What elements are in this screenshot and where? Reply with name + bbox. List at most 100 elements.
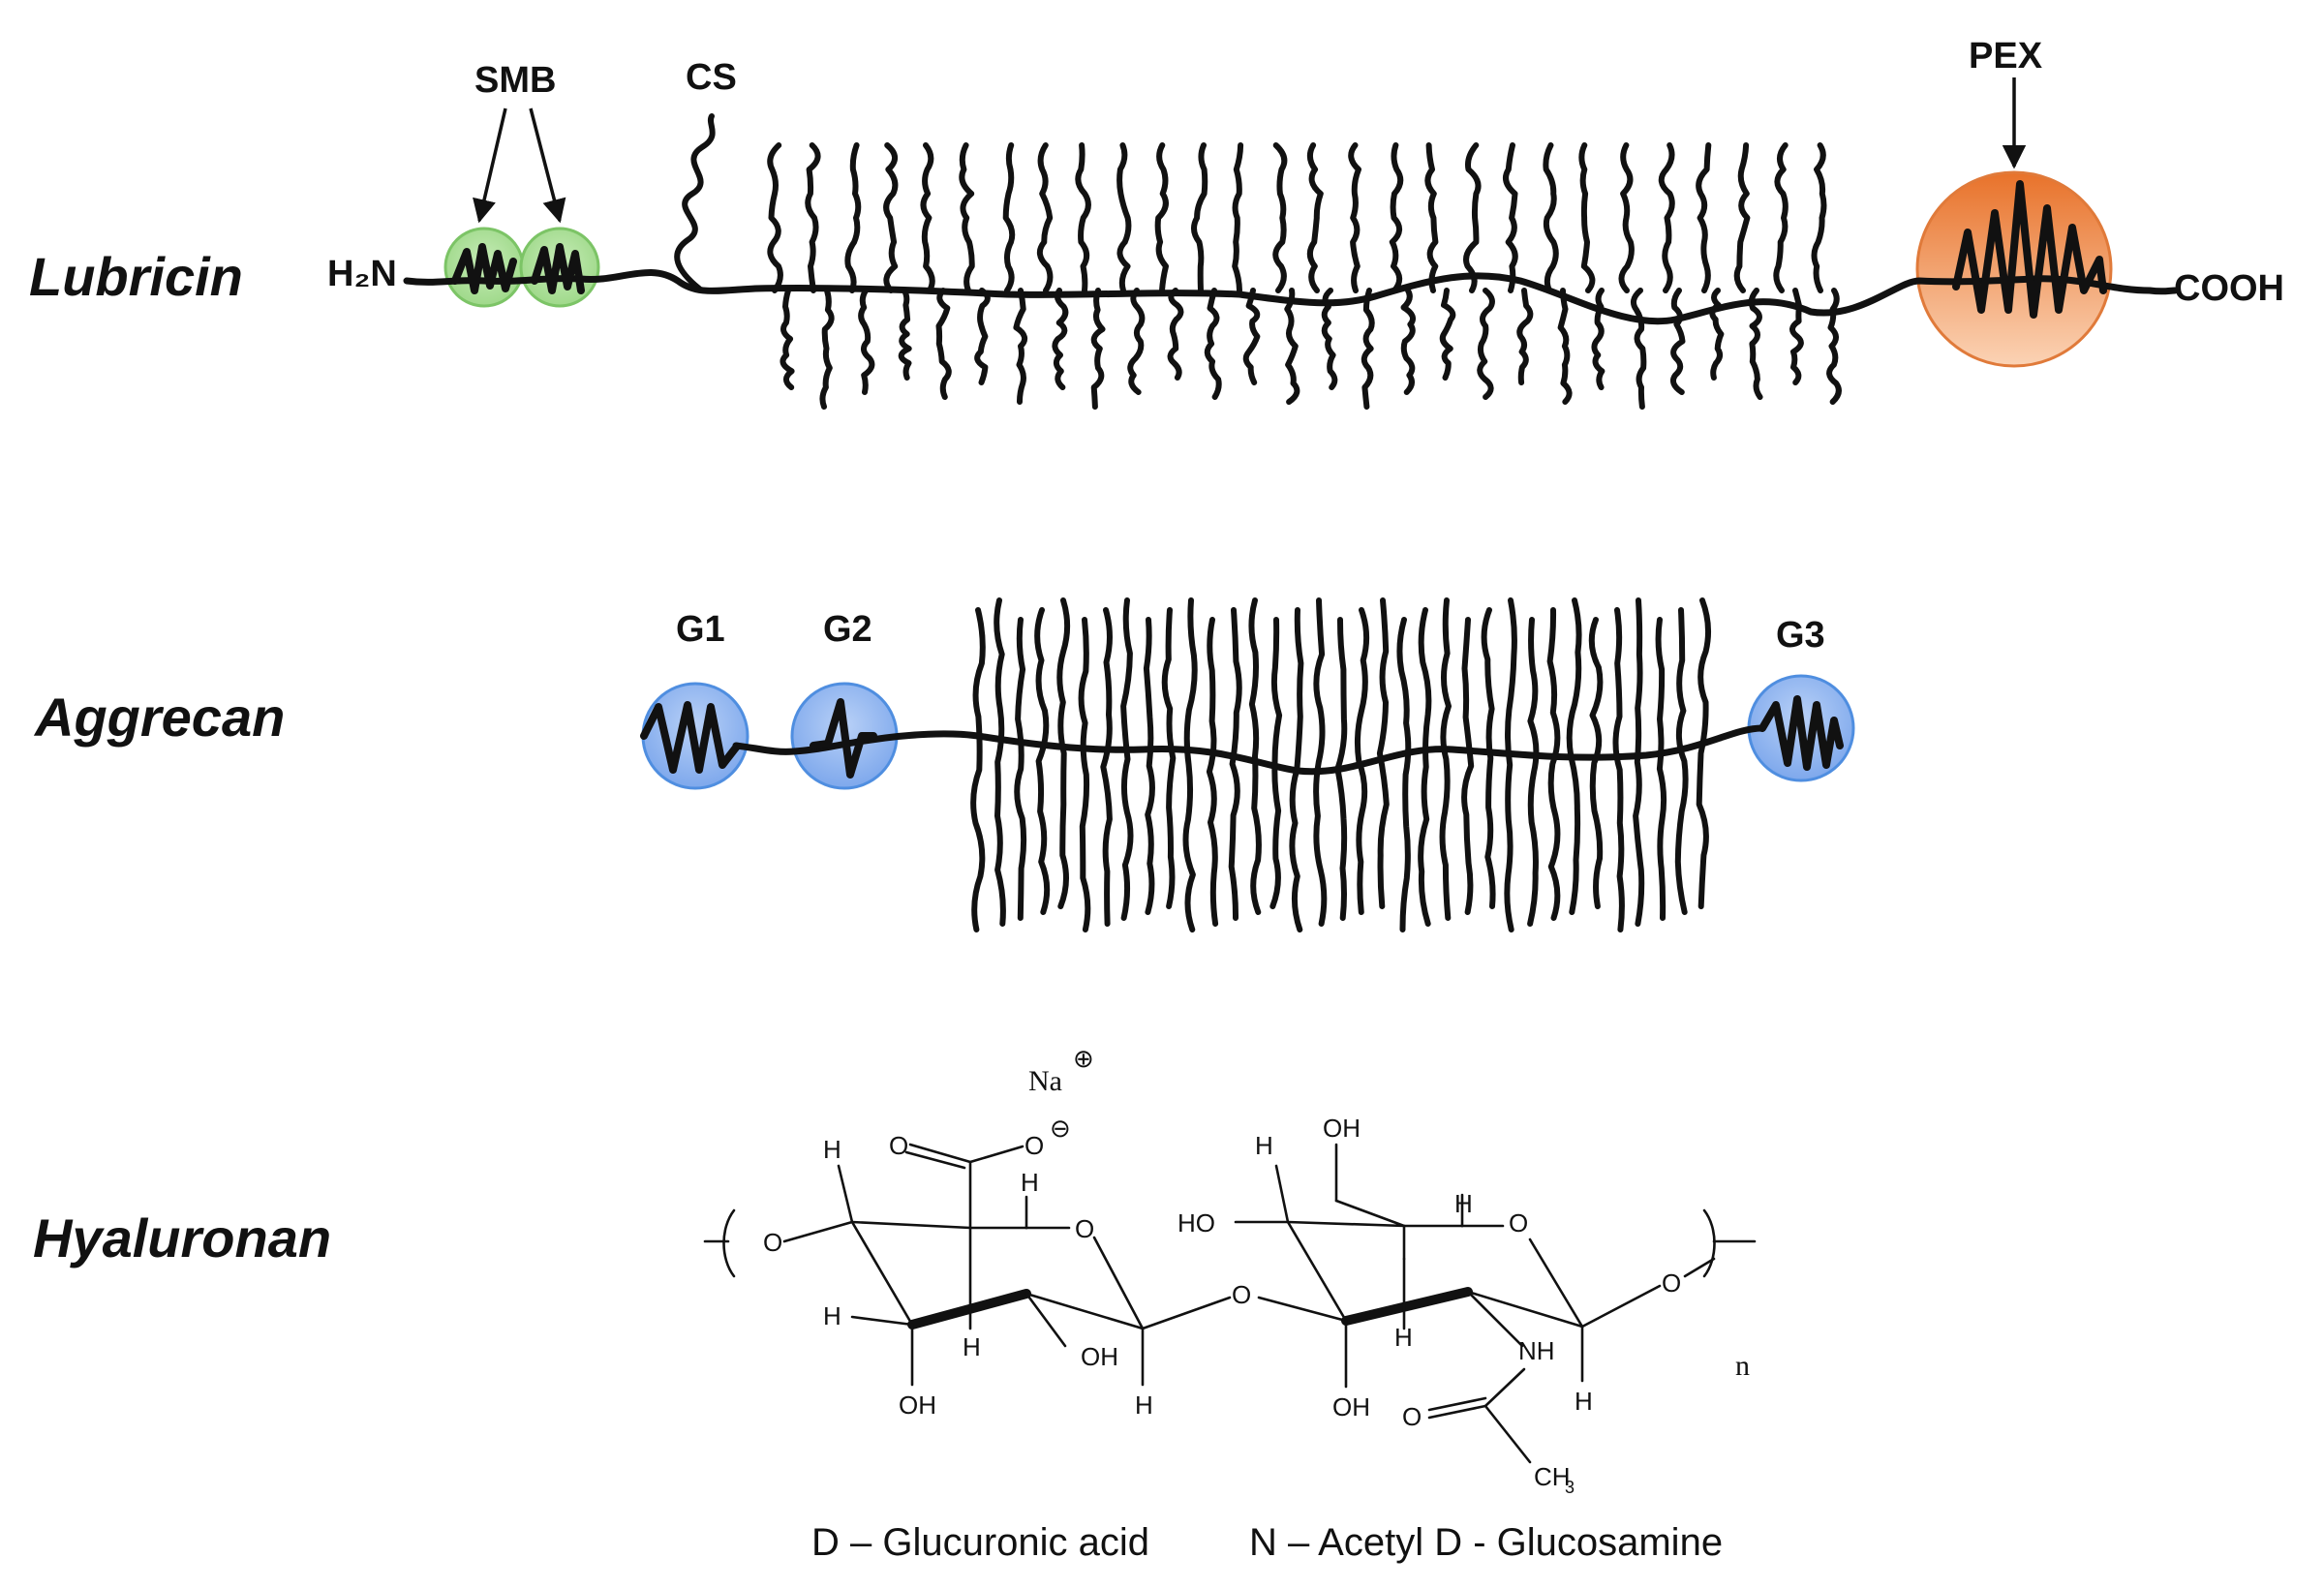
glycan-chain [1578, 142, 1596, 293]
glycan-chain [1696, 597, 1712, 909]
glycan-chain [1034, 607, 1051, 915]
glycan-chain [1052, 288, 1069, 390]
glycan-chain [1674, 607, 1689, 915]
glycan-chain [1658, 142, 1675, 293]
glycan-chain [1773, 142, 1789, 293]
glycan-chain [883, 142, 899, 293]
glycan-chain [935, 288, 952, 400]
glycan-chain [1477, 288, 1495, 400]
glycan-chain [1354, 607, 1370, 915]
right-bracket [1702, 1208, 1716, 1278]
glycan-chain [1014, 617, 1027, 921]
glycan-chain [1056, 597, 1071, 909]
glycan-chain [1002, 142, 1016, 293]
glycan-chain [1396, 617, 1412, 932]
svg-text:H: H [1454, 1189, 1473, 1218]
smb-coil-2 [531, 243, 585, 294]
left-bracket [722, 1208, 736, 1278]
glycan-chain [1272, 142, 1288, 293]
glycan-chain [1655, 617, 1667, 921]
glycan-chain [970, 607, 986, 932]
glycan-chain [1546, 607, 1561, 921]
glycan-chain [974, 288, 991, 385]
repeat-n: n [1735, 1350, 1750, 1382]
glycan-chain [1321, 288, 1338, 390]
hyaluronan-name: Hyaluronan [33, 1207, 331, 1268]
lubricin-diagram: Lubricin H₂N SMB CS PEX COOH [29, 36, 2284, 410]
svg-text:O: O [889, 1131, 908, 1160]
glycan-chain [767, 142, 783, 293]
glycan-chain [1630, 288, 1647, 410]
glycan-chain [805, 142, 821, 293]
glycan-chain [1826, 288, 1842, 405]
svg-text:O: O [1024, 1131, 1044, 1160]
smb-arrow-2 [529, 107, 566, 224]
glycan-chain [1075, 142, 1091, 293]
aggrecan-name: Aggrecan [33, 687, 285, 748]
glycan-chain [1269, 617, 1283, 909]
glycan-chain [1204, 288, 1222, 400]
glycan-chain [994, 597, 1006, 927]
glycan-chain [1100, 607, 1113, 927]
glycan-chain [1527, 617, 1540, 927]
glycan-chain [1334, 617, 1348, 921]
glycan-chain [1591, 288, 1605, 390]
glycan-chain [1557, 288, 1573, 405]
glycan-chain [1612, 607, 1625, 932]
g2-label: G2 [823, 609, 872, 650]
glycan-chain [858, 288, 875, 395]
glycan-chain [1248, 597, 1262, 915]
glycan-chain [1306, 142, 1324, 293]
lubricin-c-terminus: COOH [2174, 268, 2284, 309]
g3-coil [1758, 695, 1844, 771]
cs-chain [674, 113, 716, 291]
glycan-chain [780, 288, 795, 390]
glycan-chain [1348, 142, 1361, 293]
svg-text:H: H [963, 1332, 981, 1361]
svg-text:H: H [1255, 1131, 1273, 1160]
glycan-chain [1439, 597, 1452, 921]
carboxylate-charge: ⊖ [1050, 1114, 1071, 1143]
svg-text:3: 3 [1565, 1478, 1575, 1497]
svg-text:H: H [823, 1135, 841, 1164]
svg-text:H: H [1021, 1168, 1039, 1197]
smb-coil-1 [451, 243, 517, 294]
glycan-chain [1670, 288, 1686, 395]
svg-text:O: O [1509, 1208, 1528, 1238]
svg-text:O: O [1075, 1214, 1094, 1243]
cs-label: CS [686, 57, 737, 98]
glycan-chain [1503, 142, 1518, 293]
glycan-chain [1504, 597, 1517, 932]
glycan-chain [1733, 142, 1751, 293]
glycan-chain [1461, 617, 1475, 915]
glycan-chain [1439, 288, 1456, 381]
glycan-chain [1313, 597, 1328, 927]
glycan-chain [1618, 142, 1635, 293]
svg-text:NH: NH [1518, 1336, 1555, 1365]
svg-text:O: O [1232, 1280, 1251, 1309]
glycan-chain [1143, 617, 1155, 915]
lubricin-glycan-chains [767, 142, 1842, 410]
smb-label: SMB [474, 60, 556, 101]
glycan-chain [1361, 288, 1375, 410]
glycan-chain [1161, 607, 1177, 909]
lubricin-n-terminus: H₂N [327, 254, 397, 294]
glycan-chain [1167, 288, 1184, 381]
glycan-chain [1191, 142, 1208, 293]
svg-text:H: H [823, 1301, 841, 1330]
g1-coil [640, 701, 740, 774]
hyaluronan-diagram: Hyaluronan n O O O O ⊖ Na [33, 1044, 1757, 1564]
glycan-chain [1376, 597, 1390, 909]
glycan-chain [1078, 617, 1091, 932]
glycan-chain [1120, 597, 1134, 921]
glycan-chain [1154, 142, 1169, 293]
glycan-chain [1400, 288, 1416, 395]
pex-coil [1952, 180, 2107, 319]
glycan-chain [1289, 607, 1304, 932]
glycan-chain [1228, 607, 1242, 921]
glucuronic-acid-label: D – Glucuronic acid [811, 1521, 1149, 1564]
glycan-chain [1789, 288, 1804, 385]
g2-coil [810, 698, 877, 779]
svg-text:OH: OH [899, 1390, 936, 1420]
glycan-chain [1013, 288, 1028, 405]
